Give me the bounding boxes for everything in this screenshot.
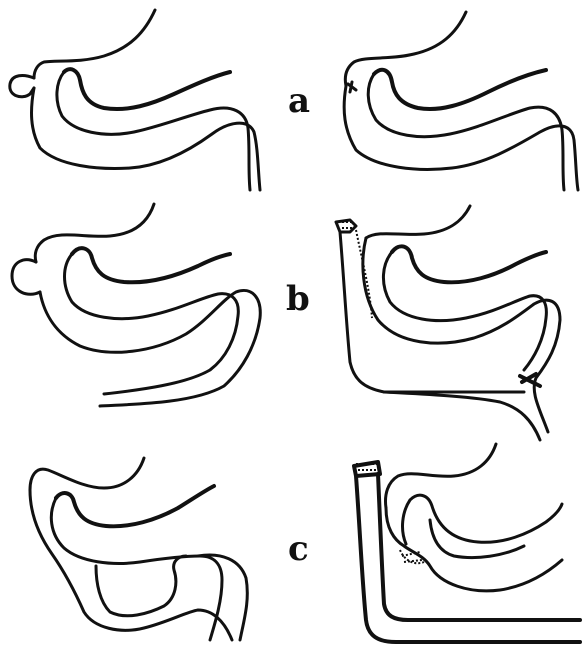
c-right-instrument-inner (378, 474, 580, 620)
a-right-inner-loop-outer (368, 74, 564, 190)
c-left-inner-loop (51, 498, 222, 640)
a-left-inner-loop-top (64, 69, 230, 109)
b-right-inner-loop (383, 252, 546, 370)
row-label-c: c (288, 529, 309, 569)
a-left-inner-loop-outer (57, 72, 250, 190)
a-right-upper-curve (345, 12, 466, 86)
a-left-upper-curve (34, 10, 155, 78)
c-right-outer-body (386, 508, 562, 591)
a-left-knob (10, 76, 34, 97)
drawing-a-right (344, 12, 578, 190)
b-left-upper-curve (35, 204, 154, 262)
c-right-inner-loop (403, 495, 562, 544)
b-right-outer-body (363, 238, 560, 432)
b-right-lower-tail (384, 392, 540, 440)
drawing-a-left (10, 10, 260, 190)
drawing-b-left (12, 204, 260, 406)
row-a: a (10, 10, 578, 190)
c-left-lower-lobe (96, 556, 186, 616)
drawing-b-right (336, 206, 560, 440)
b-left-inner-loop (65, 254, 239, 394)
row-b: b (12, 204, 560, 440)
b-left-knob (12, 260, 40, 295)
c-left-upper-curve (30, 458, 144, 490)
b-left-inner-loop-top (72, 248, 230, 282)
b-right-upper-curve (366, 206, 470, 238)
c-left-inner-loop-top (56, 486, 214, 526)
c-left-outer-body (30, 490, 232, 640)
a-right-small-mark (348, 82, 356, 92)
drawing-c-right (354, 444, 580, 642)
c-left-right-edge (198, 555, 247, 640)
b-right-inner-loop-top (392, 246, 546, 282)
a-right-inner-loop-top (374, 70, 546, 109)
row-label-a: a (288, 81, 310, 121)
row-c: c (30, 444, 580, 642)
c-right-upper-curve (386, 444, 497, 508)
row-label-b: b (286, 279, 310, 319)
drawing-c-left (30, 458, 247, 640)
